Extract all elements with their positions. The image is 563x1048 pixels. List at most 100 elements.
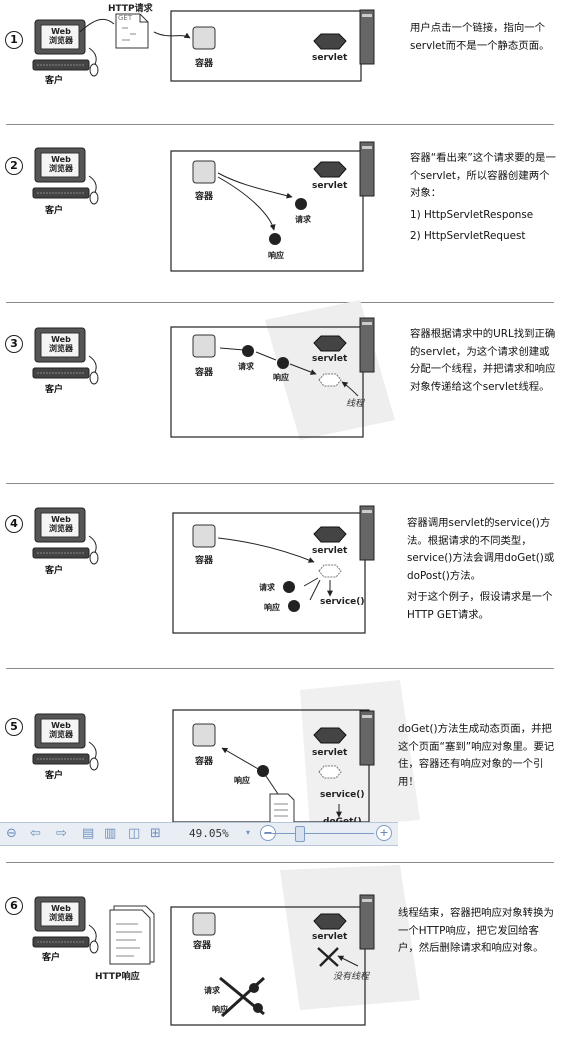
thread-icon bbox=[318, 564, 342, 578]
container-box bbox=[170, 906, 366, 1026]
response-object bbox=[277, 357, 289, 369]
browser-label: Web 浏览器 bbox=[49, 335, 73, 353]
container-label: 容器 bbox=[195, 757, 214, 767]
request-object bbox=[295, 198, 307, 210]
container-icon bbox=[192, 160, 216, 184]
response-object bbox=[288, 600, 300, 612]
servlet-icon bbox=[313, 526, 347, 543]
thread-label: 线程 bbox=[346, 399, 365, 409]
computer-icon bbox=[32, 507, 99, 565]
container-icon bbox=[192, 26, 216, 50]
servlet-label: servlet bbox=[312, 53, 348, 63]
step-description: 用户点击一个链接，指向一个servlet而不是一个静态页面。 bbox=[410, 22, 550, 52]
container-label: 容器 bbox=[195, 192, 214, 202]
response-label: 响应 bbox=[273, 373, 289, 382]
request-label: 请求 bbox=[259, 583, 275, 592]
page-doc-icon bbox=[269, 793, 295, 827]
container-icon bbox=[192, 334, 216, 358]
computer-icon bbox=[32, 713, 99, 771]
servlet-label: servlet bbox=[312, 354, 348, 364]
client-label: 客户 bbox=[45, 76, 64, 86]
section-divider bbox=[6, 124, 554, 125]
servlet-label: servlet bbox=[312, 181, 348, 191]
computer-icon bbox=[32, 19, 99, 77]
browser-label: Web 浏览器 bbox=[49, 904, 73, 922]
server-icon bbox=[359, 9, 375, 65]
servlet-icon bbox=[313, 335, 347, 352]
response-label: 响应 bbox=[212, 1005, 228, 1014]
step-description: doGet()方法生成动态页面，并把这个页面“塞到”响应对象里。要记住，容器还有… bbox=[398, 723, 555, 788]
step-number: 6 bbox=[5, 897, 23, 915]
container-box bbox=[170, 150, 364, 272]
client-label: 客户 bbox=[45, 385, 64, 395]
menu-icon[interactable]: ⊖ bbox=[6, 826, 17, 841]
server-icon bbox=[359, 894, 375, 950]
section-divider bbox=[6, 862, 554, 863]
step-number: 3 bbox=[5, 335, 23, 353]
computer-icon bbox=[32, 327, 99, 385]
request-object bbox=[283, 581, 295, 593]
browser-label: Web 浏览器 bbox=[49, 721, 73, 739]
thread-pointer-arrow bbox=[337, 955, 359, 967]
step-description: 容器“看出来”这个请求要的是一个servlet，所以容器创建两个对象： 1) H… bbox=[410, 152, 556, 243]
browser-label: Web 浏览器 bbox=[49, 155, 73, 173]
server-icon bbox=[359, 710, 375, 766]
step-description: 容器根据请求中的URL找到正确的servlet，为这个请求创建或分配一个线程，并… bbox=[410, 328, 556, 393]
service-method-label: service() bbox=[320, 790, 365, 800]
grid-view-icon[interactable]: ⊞ bbox=[150, 826, 161, 841]
creation-arrows bbox=[217, 172, 293, 231]
zoom-slider-handle[interactable] bbox=[295, 826, 305, 842]
step-number: 4 bbox=[5, 515, 23, 533]
browser-label: Web 浏览器 bbox=[49, 515, 73, 533]
forward-icon[interactable]: ⇨ bbox=[56, 826, 67, 841]
step-number: 2 bbox=[5, 157, 23, 175]
servlet-icon bbox=[313, 33, 347, 50]
step-description: 容器调用servlet的service()方法。根据请求的不同类型，servic… bbox=[407, 517, 555, 621]
container-label: 容器 bbox=[195, 556, 214, 566]
container-label: 容器 bbox=[195, 368, 214, 378]
response-object bbox=[257, 765, 269, 777]
container-label: 容器 bbox=[193, 941, 212, 951]
container-icon bbox=[192, 524, 216, 548]
client-label: 客户 bbox=[42, 953, 61, 963]
back-icon[interactable]: ⇦ bbox=[30, 826, 41, 841]
deleted-thread-icon bbox=[317, 947, 339, 967]
service-arrows bbox=[303, 577, 333, 601]
container-icon bbox=[192, 912, 216, 936]
computer-icon bbox=[32, 896, 99, 954]
server-icon bbox=[359, 505, 375, 561]
computer-icon bbox=[32, 147, 99, 205]
zoom-level: 49.05% bbox=[189, 827, 229, 840]
thread-icon bbox=[318, 765, 342, 779]
thread-arrow bbox=[341, 381, 359, 397]
container-label: 容器 bbox=[195, 59, 214, 69]
request-label: 请求 bbox=[238, 362, 254, 371]
step-number: 1 bbox=[5, 31, 23, 49]
zoom-dropdown-icon[interactable]: ▾ bbox=[246, 828, 251, 837]
request-label: 请求 bbox=[295, 215, 311, 224]
response-label: 响应 bbox=[268, 251, 284, 260]
http-response-label: HTTP响应 bbox=[95, 972, 140, 982]
zoom-slider-track[interactable] bbox=[264, 833, 374, 834]
connection-lines bbox=[79, 18, 191, 39]
server-icon bbox=[359, 317, 375, 373]
http-response-doc-icon bbox=[109, 905, 155, 965]
servlet-label: servlet bbox=[312, 932, 348, 942]
get-label: GET bbox=[118, 14, 133, 22]
two-page-icon[interactable]: ◫ bbox=[128, 826, 141, 841]
continuous-page-icon[interactable]: ▥ bbox=[104, 826, 117, 841]
container-icon bbox=[192, 723, 216, 747]
call-arrow bbox=[217, 537, 315, 563]
single-page-icon[interactable]: ▤ bbox=[82, 826, 95, 841]
section-divider bbox=[6, 668, 554, 669]
container-box bbox=[170, 326, 364, 438]
service-down-arrow bbox=[336, 804, 342, 818]
step-number: 5 bbox=[5, 718, 23, 736]
zoom-in-button[interactable]: + bbox=[376, 825, 392, 841]
servlet-icon bbox=[313, 727, 347, 744]
client-label: 客户 bbox=[45, 206, 64, 216]
response-object bbox=[269, 233, 281, 245]
response-label: 响应 bbox=[234, 776, 250, 785]
servlet-label: servlet bbox=[312, 546, 348, 556]
section-divider bbox=[6, 302, 554, 303]
